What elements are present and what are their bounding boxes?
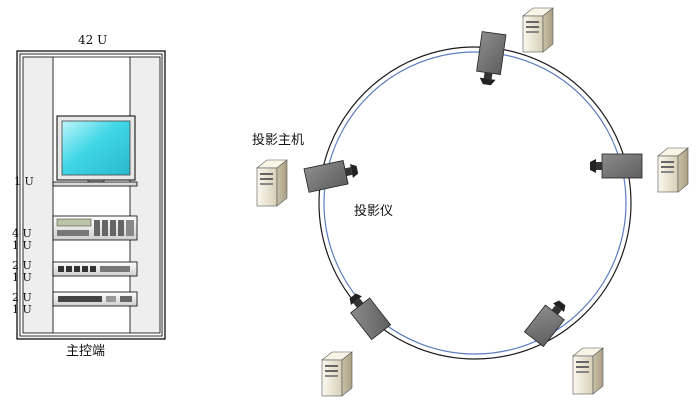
unit-label: 1 U (12, 239, 32, 252)
rack-device-4u (52, 215, 138, 241)
projector-icon (349, 293, 392, 341)
unit-label: 2 U (12, 291, 32, 304)
projector-icon (523, 300, 566, 348)
unit-label: 1 U (12, 271, 32, 284)
server-tower-icon (256, 159, 288, 207)
unit-label: 2 U (12, 259, 32, 272)
server-tower-icon (522, 7, 554, 53)
server-tower-icon (657, 147, 689, 193)
server-tower-icon (572, 347, 604, 395)
monitor-icon (56, 115, 136, 185)
host-label: 投影主机 (252, 133, 305, 148)
projector-icon (476, 31, 507, 86)
rack-device-2u-b (52, 291, 138, 307)
projector-icon (590, 153, 643, 179)
projection-ring (318, 46, 632, 360)
rack-height-label: 42 U (78, 33, 108, 47)
projector-icon (303, 160, 359, 193)
unit-label: 1 U (14, 175, 34, 188)
rack-cabinet-icon (16, 50, 166, 340)
unit-label: 1 U (12, 303, 32, 316)
rack-shelf (52, 181, 138, 187)
server-tower-icon (321, 351, 353, 397)
unit-label: 4 U (12, 227, 32, 240)
rack-caption: 主控端 (66, 344, 106, 359)
projector-label: 投影仪 (354, 204, 394, 219)
rack-device-2u-a (52, 261, 138, 277)
